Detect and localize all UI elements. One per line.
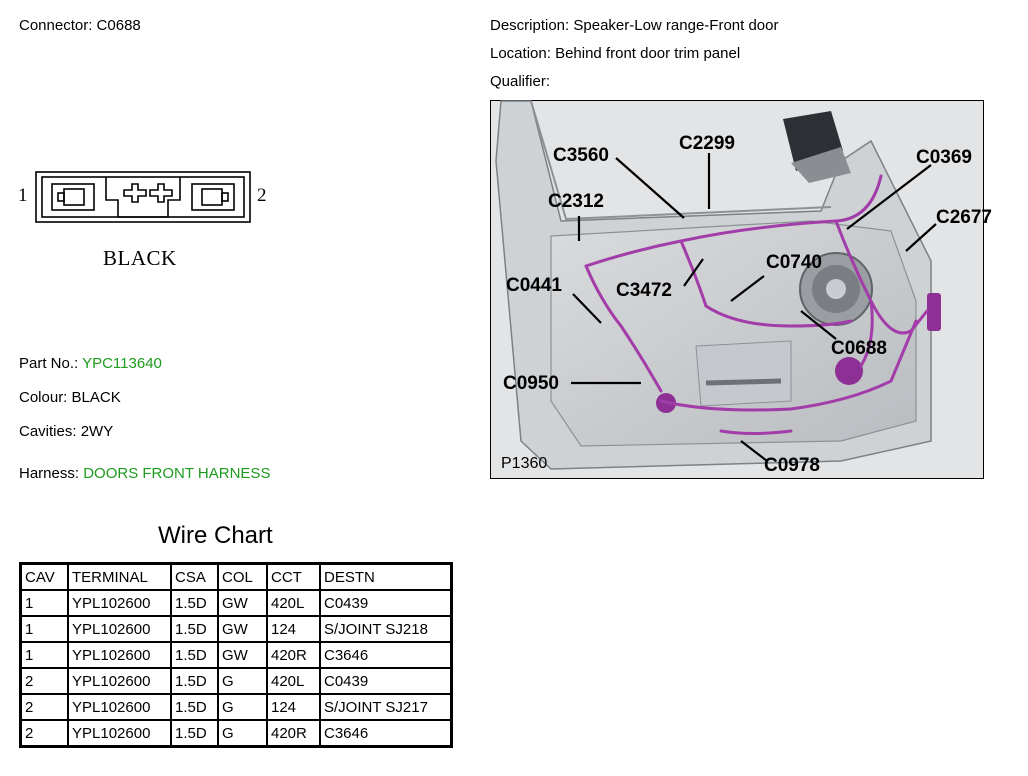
callout-c0369: C0369 — [916, 147, 972, 168]
wire-chart-title: Wire Chart — [158, 522, 273, 549]
cavities-field: Cavities: 2WY — [19, 423, 113, 440]
wire-chart-header-cell: CAV — [19, 562, 69, 591]
door-harness-diagram: C3560 C2299 C0369 C2312 C2677 C0740 C044… — [490, 100, 992, 479]
wire-chart-cell[interactable]: S/JOINT SJ217 — [319, 693, 453, 721]
wire-chart-cell: 1.5D — [170, 719, 219, 748]
callout-c0950: C0950 — [503, 373, 559, 394]
callout-c2312: C2312 — [548, 191, 604, 212]
wire-chart-header-cell: DESTN — [319, 562, 453, 591]
callout-c3472: C3472 — [616, 280, 672, 301]
description-label: Description: — [490, 17, 570, 34]
wire-chart-cell: YPL102600 — [67, 667, 172, 695]
callout-c2677: C2677 — [936, 207, 992, 228]
wire-chart-header-cell: TERMINAL — [67, 562, 172, 591]
description-field: Description: Speaker-Low range-Front doo… — [490, 17, 778, 34]
wire-chart-cell[interactable]: C0439 — [319, 589, 453, 617]
door-illustration: C3560 C2299 C0369 C2312 C2677 C0740 C044… — [491, 100, 992, 478]
cavities-value: 2WY — [80, 423, 114, 440]
colour-label: Colour: — [19, 389, 68, 406]
wire-chart-cell: YPL102600 — [67, 641, 172, 669]
wire-chart-cell: G — [217, 693, 268, 721]
wire-chart-cell[interactable]: C0439 — [319, 667, 453, 695]
callout-c2299: C2299 — [679, 133, 735, 154]
wire-chart-cell: 2 — [19, 667, 69, 695]
wire-chart-cell[interactable]: C3646 — [319, 719, 453, 748]
wire-chart-cell: G — [217, 667, 268, 695]
connector-color-label: BLACK — [103, 246, 177, 270]
connector-pinout: 1 2 BLACK — [14, 166, 284, 276]
qualifier-field: Qualifier: — [490, 73, 550, 90]
wire-chart-header-cell: CCT — [266, 562, 321, 591]
connector-face-drawing — [35, 171, 251, 223]
wire-chart-cell: YPL102600 — [67, 589, 172, 617]
part-no-value[interactable]: YPC113640 — [82, 355, 162, 372]
wire-chart-cell: 124 — [266, 615, 321, 643]
wire-chart-cell: 1 — [19, 589, 69, 617]
wire-chart-cell: 1.5D — [170, 693, 219, 721]
wire-chart-cell: G — [217, 719, 268, 748]
location-label: Location: — [490, 45, 551, 62]
harness-label: Harness: — [19, 465, 80, 482]
wire-chart-cell: 1 — [19, 641, 69, 669]
wire-chart-cell[interactable]: C3646 — [319, 641, 453, 669]
wire-chart-header-cell: CSA — [170, 562, 219, 591]
figure-id: P1360 — [501, 455, 547, 472]
qualifier-label: Qualifier: — [490, 73, 551, 90]
wire-chart-cell: YPL102600 — [67, 615, 172, 643]
callout-c3560: C3560 — [553, 145, 609, 166]
wire-chart-cell: 2 — [19, 693, 69, 721]
wire-chart-cell: 124 — [266, 693, 321, 721]
wire-chart-cell: 1.5D — [170, 667, 219, 695]
part-no-field: Part No.: YPC113640 — [19, 355, 162, 372]
wire-chart-cell: GW — [217, 641, 268, 669]
wire-chart-cell: YPL102600 — [67, 693, 172, 721]
colour-value: BLACK — [71, 389, 121, 406]
wire-chart-cell: 1 — [19, 615, 69, 643]
wire-chart-cell: 1.5D — [170, 589, 219, 617]
pin-2-number: 2 — [257, 185, 267, 206]
wire-chart-cell: GW — [217, 589, 268, 617]
wire-chart-cell[interactable]: S/JOINT SJ218 — [319, 615, 453, 643]
connector-label: Connector: — [19, 17, 93, 34]
connector-value: C0688 — [96, 17, 141, 34]
pin-1-number: 1 — [18, 185, 28, 206]
wire-chart-cell: GW — [217, 615, 268, 643]
part-no-label: Part No.: — [19, 355, 79, 372]
location-value: Behind front door trim panel — [555, 45, 741, 62]
wire-chart-cell: 420L — [266, 589, 321, 617]
description-value: Speaker-Low range-Front door — [573, 17, 779, 34]
wire-chart-cell: 2 — [19, 719, 69, 748]
callout-c0441: C0441 — [506, 275, 562, 296]
harness-field: Harness: DOORS FRONT HARNESS — [19, 465, 270, 482]
colour-field: Colour: BLACK — [19, 389, 121, 406]
wire-chart-cell: YPL102600 — [67, 719, 172, 748]
location-field: Location: Behind front door trim panel — [490, 45, 740, 62]
callout-c0688: C0688 — [831, 338, 887, 359]
connector-field: Connector: C0688 — [19, 17, 141, 34]
wire-chart-cell: 1.5D — [170, 641, 219, 669]
callout-c0740: C0740 — [766, 252, 822, 273]
wire-chart-cell: 420R — [266, 641, 321, 669]
wire-chart-cell: 420L — [266, 667, 321, 695]
wire-chart-header-cell: COL — [217, 562, 268, 591]
cavities-label: Cavities: — [19, 423, 77, 440]
wire-chart-cell: 420R — [266, 719, 321, 748]
harness-value[interactable]: DOORS FRONT HARNESS — [83, 465, 271, 482]
callout-c0978: C0978 — [764, 455, 820, 476]
wire-chart-cell: 1.5D — [170, 615, 219, 643]
